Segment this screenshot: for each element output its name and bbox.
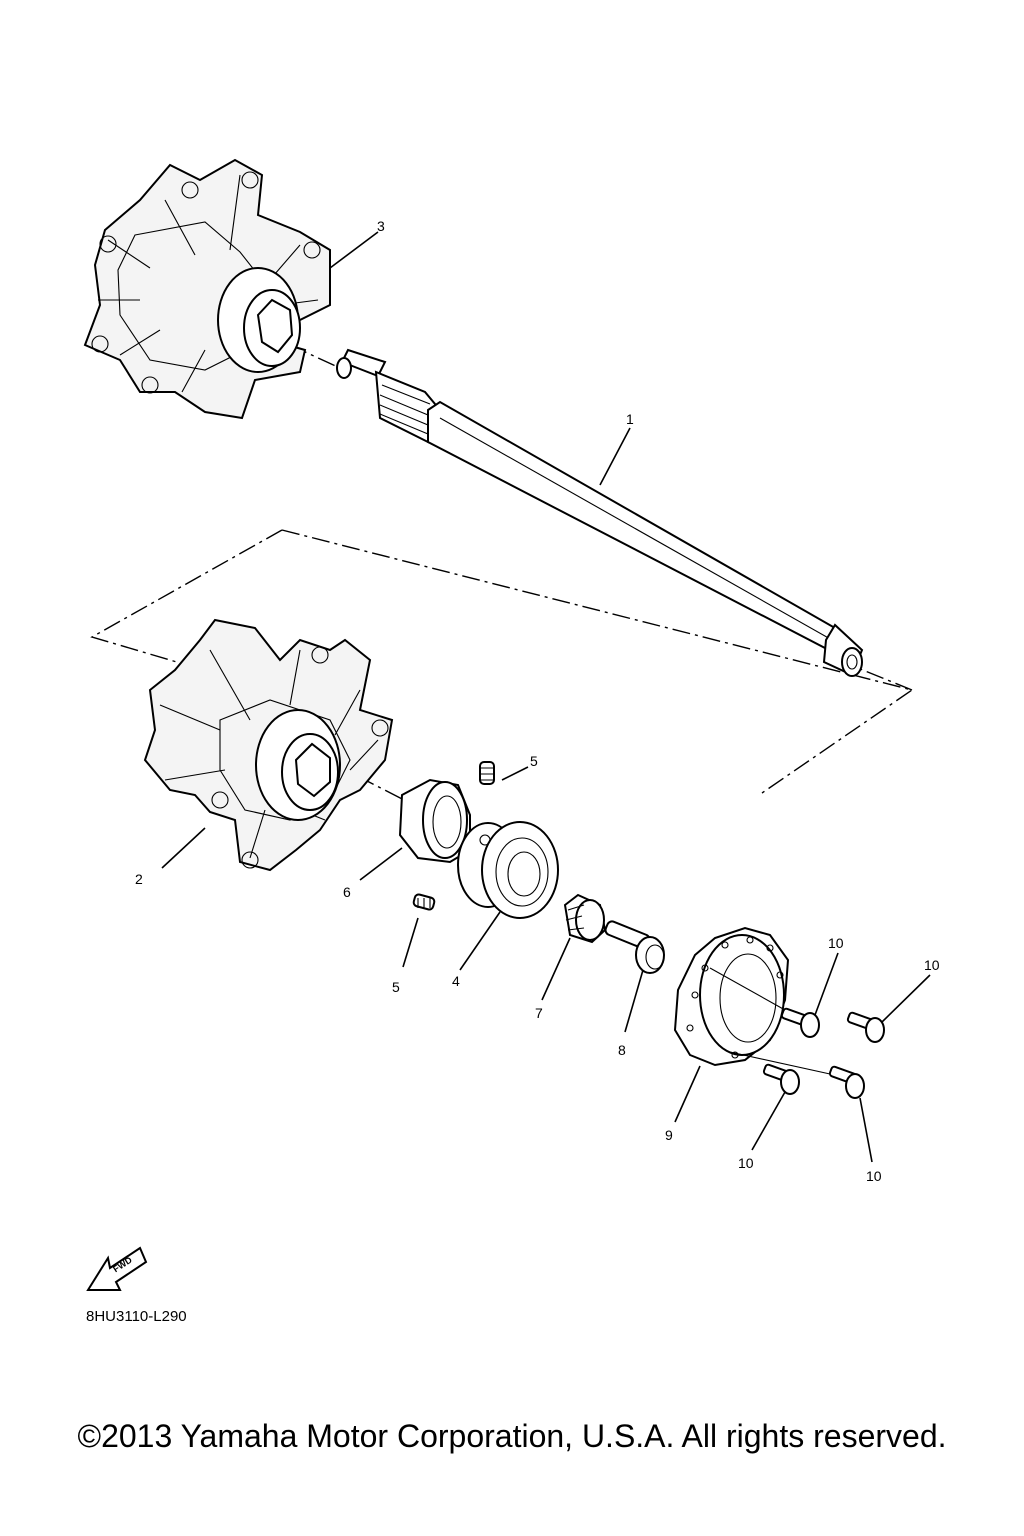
set-screw-upper [479, 761, 495, 785]
callout-10-a: 10 [828, 935, 844, 951]
sprocket-lower [143, 618, 394, 872]
bolt-small-b [846, 1011, 885, 1043]
callout-5-lower: 5 [392, 979, 400, 995]
diagram-code: 8HU3110-L290 [86, 1308, 187, 1325]
bolt-small-a [780, 1007, 820, 1038]
spacer [563, 893, 607, 944]
callout-1: 1 [626, 411, 634, 427]
copyright-notice: ©2013 Yamaha Motor Corporation, U.S.A. A… [77, 1418, 947, 1454]
callout-7: 7 [535, 1005, 543, 1021]
bolt-large [604, 920, 665, 974]
sprocket-upper [83, 158, 331, 420]
callout-8: 8 [618, 1042, 626, 1058]
callout-3: 3 [377, 218, 385, 234]
leader-lines [161, 231, 931, 1163]
callout-10-c: 10 [738, 1155, 754, 1171]
callout-10-b: 10 [924, 957, 940, 973]
callout-10-d: 10 [866, 1168, 882, 1184]
callout-5-upper: 5 [530, 753, 538, 769]
fwd-arrow-icon: FWD [86, 1246, 148, 1291]
set-screw-lower [412, 893, 436, 911]
bolt-small-c [762, 1063, 800, 1095]
bolt-small-d [828, 1065, 865, 1099]
collar [398, 778, 471, 864]
flange-plate [673, 926, 790, 1067]
callout-4: 4 [452, 973, 460, 989]
drive-shaft [336, 348, 864, 677]
bearing [457, 821, 559, 919]
callout-9: 9 [665, 1127, 673, 1143]
callout-6: 6 [343, 884, 351, 900]
callout-2: 2 [135, 871, 143, 887]
alignment-lines [709, 967, 831, 1075]
